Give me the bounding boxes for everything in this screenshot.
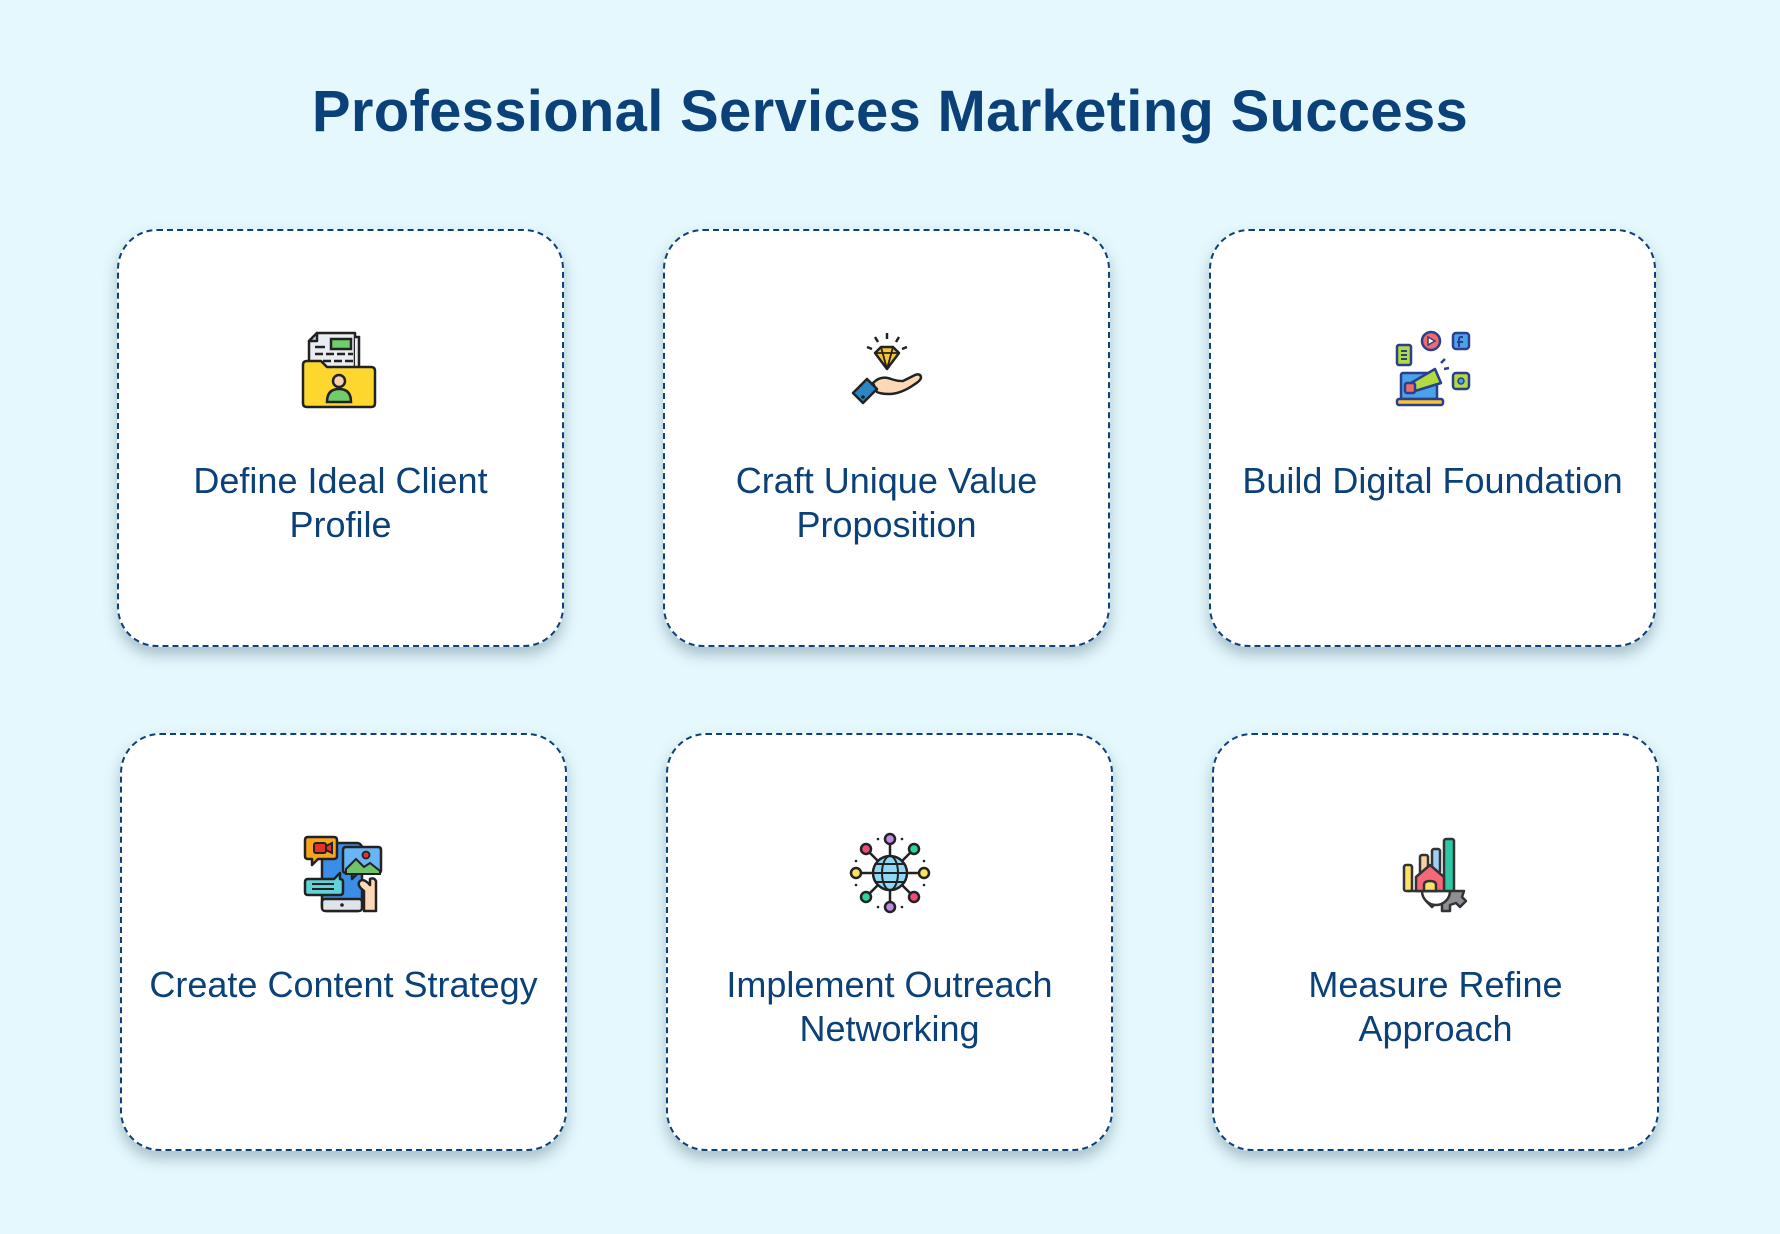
step-card-craft-unique-value-proposition: Craft Unique Value Proposition xyxy=(663,229,1110,647)
step-label: Define Ideal Client Profile xyxy=(193,460,488,545)
content-phone-media-icon xyxy=(302,831,386,915)
step-card-define-ideal-client-profile: Define Ideal Client Profile xyxy=(117,229,564,647)
growth-chart-gear-icon xyxy=(1394,831,1478,915)
step-card-measure-refine-approach: Measure Refine Approach xyxy=(1212,733,1659,1151)
step-card-create-content-strategy: Create Content Strategy xyxy=(120,733,567,1151)
step-label: Build Digital Foundation xyxy=(1242,460,1623,501)
step-card-implement-outreach-networking: Implement Outreach Networking xyxy=(666,733,1113,1151)
step-label: Measure Refine Approach xyxy=(1308,964,1563,1049)
step-label: Craft Unique Value Proposition xyxy=(735,460,1038,545)
digital-marketing-megaphone-icon xyxy=(1391,327,1475,411)
page-title: Professional Services Marketing Success xyxy=(311,79,1469,144)
step-label: Create Content Strategy xyxy=(149,964,538,1005)
diamond-hand-icon xyxy=(845,327,929,411)
step-card-build-digital-foundation: Build Digital Foundation xyxy=(1209,229,1656,647)
globe-network-icon xyxy=(848,831,932,915)
client-profile-folder-icon xyxy=(299,327,383,411)
step-label: Implement Outreach Networking xyxy=(726,964,1053,1049)
